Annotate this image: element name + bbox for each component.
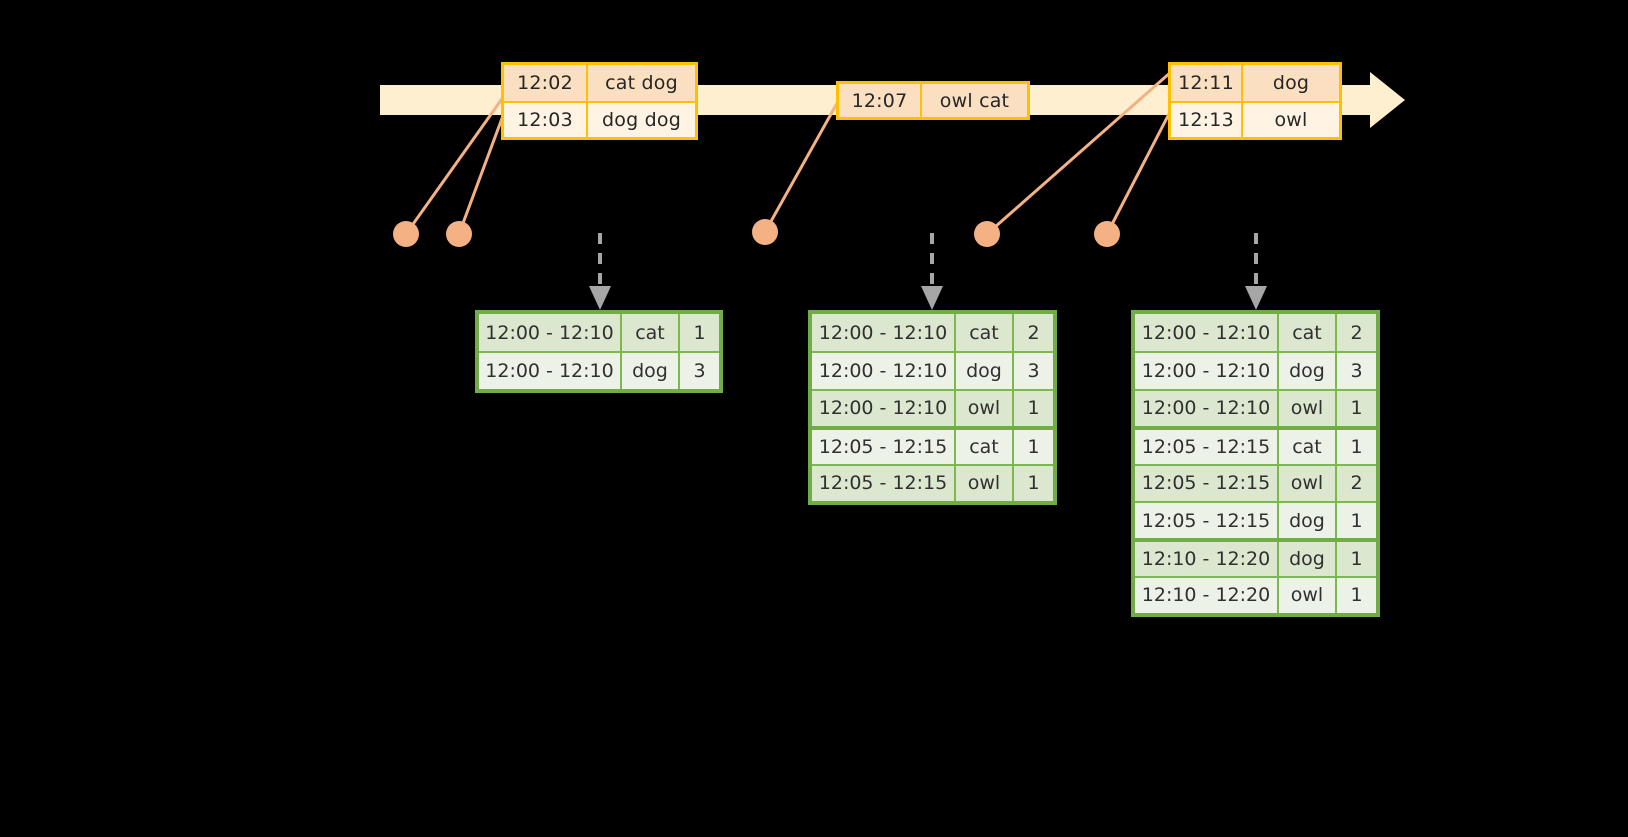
window-cell: 12:05 - 12:15 [812,430,956,464]
down-arrow-3-head [1245,286,1267,310]
window-cell: 12:05 - 12:15 [1135,430,1279,464]
event-value: dog [1243,65,1339,101]
key-cell: owl [956,465,1014,501]
connector-line-5 [1105,108,1173,236]
count-cell: 1 [680,314,719,352]
connector-line-1 [404,94,506,236]
window-cell: 12:00 - 12:10 [812,390,956,427]
event-value: dog dog [602,109,681,131]
event-timestamp: 12:11 [1171,65,1243,101]
event-timestamp: 12:02 [504,65,588,101]
event-value: owl cat [922,84,1027,117]
window-cell: 12:10 - 12:20 [1135,577,1279,614]
down-arrow-3 [1245,233,1267,310]
window-cell: 12:00 - 12:10 [479,314,622,352]
key-cell: dog [1279,502,1337,539]
down-arrow-2-head [921,286,943,310]
count-cell: 1 [1337,577,1376,614]
down-arrow-2 [921,233,943,310]
count-cell: 2 [1337,314,1376,352]
count-cell: 2 [1014,314,1053,352]
key-cell: owl [956,390,1014,427]
count-cell: 2 [1337,465,1376,501]
event-row: 12:03 dog dog [504,101,695,137]
window-cell: 12:00 - 12:10 [1135,353,1279,389]
key-cell: dog [622,353,680,389]
window-cell: 12:00 - 12:10 [812,353,956,389]
window-cell: 12:00 - 12:10 [1135,390,1279,427]
key-cell: owl [1279,465,1337,501]
down-arrow-1-head [589,286,611,310]
event-value: owl [1274,109,1308,131]
event-row: 12:13 owl [1171,101,1339,137]
emit-dot-3 [752,219,778,245]
count-cell: 1 [1014,430,1053,464]
key-cell: cat [956,430,1014,464]
count-cell: 1 [1337,502,1376,539]
event-value: cat dog [588,65,695,101]
event-timestamp: 12:07 [839,84,922,117]
window-cell: 12:00 - 12:10 [812,314,956,352]
window-cell: 12:05 - 12:15 [812,465,956,501]
window-cell: 12:00 - 12:10 [479,353,622,389]
key-cell: owl [1279,390,1337,427]
connector-line-3 [763,96,842,234]
key-cell: cat [956,314,1014,352]
emit-dot-4 [974,221,1000,247]
key-cell: cat [1279,314,1337,352]
event-timestamp: 12:03 [504,103,588,137]
count-cell: 3 [680,353,719,389]
emit-dot-5 [1094,221,1120,247]
window-cell: 12:05 - 12:15 [1135,465,1279,501]
count-cell: 3 [1337,353,1376,389]
event-timestamp: 12:13 [1171,103,1243,137]
count-cell: 1 [1337,390,1376,427]
window-cell: 12:10 - 12:20 [1135,542,1279,576]
key-cell: dog [956,353,1014,389]
count-cell: 1 [1337,542,1376,576]
key-cell: cat [1279,430,1337,464]
window-cell: 12:00 - 12:10 [1135,314,1279,352]
count-cell: 1 [1014,465,1053,501]
emit-dot-1 [393,221,419,247]
emit-dot-2 [446,221,472,247]
count-cell: 3 [1014,353,1053,389]
key-cell: dog [1279,353,1337,389]
connector-line-2 [457,111,506,236]
count-cell: 1 [1014,390,1053,427]
key-cell: dog [1279,542,1337,576]
count-cell: 1 [1337,430,1376,464]
window-cell: 12:05 - 12:15 [1135,502,1279,539]
key-cell: owl [1279,577,1337,614]
key-cell: cat [622,314,680,352]
down-arrow-1 [589,233,611,310]
